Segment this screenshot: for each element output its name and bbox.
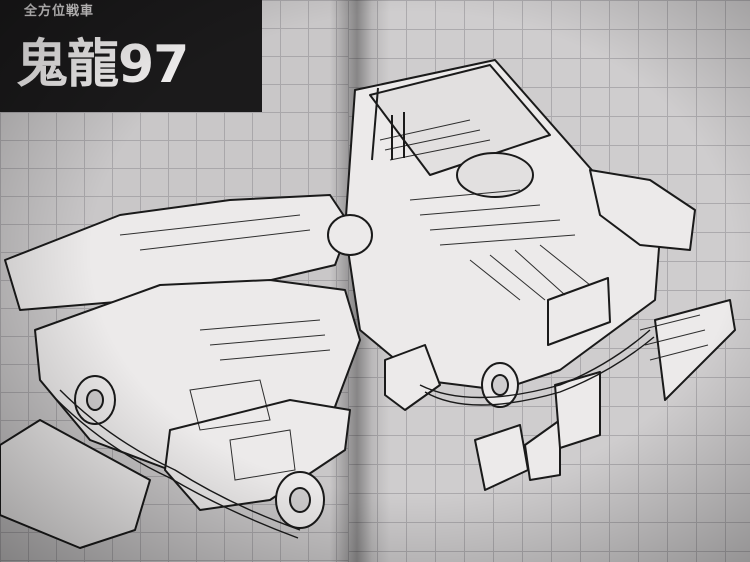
antenna [371,87,379,161]
top-armor-plate [369,64,551,176]
detached-side-panel [0,419,151,549]
left-track [59,389,301,531]
skirt-panel-1 [474,424,529,491]
title-block: 全方位戦車 鬼龍97 [0,0,262,112]
small-armor-plate [384,344,441,411]
skirt-panel-2 [524,419,561,481]
drum [327,214,373,256]
section-label: 全方位戦車 [24,4,95,19]
skirt-panel-4 [654,299,736,401]
side-armor-plate [547,277,611,346]
rear-block [589,169,696,251]
page-title: 鬼龍97 [16,35,189,95]
skirt-panel-3 [554,371,601,449]
right-track [419,329,651,399]
turret-ring [456,152,534,198]
